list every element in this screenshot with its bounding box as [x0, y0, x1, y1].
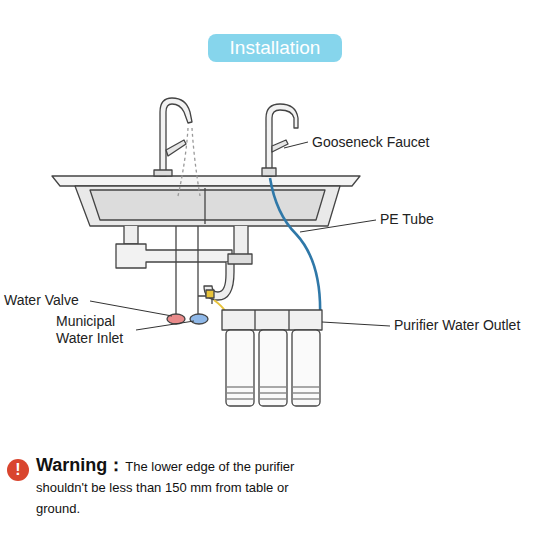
feed-valve: [206, 290, 214, 298]
faucet-base: [154, 170, 172, 176]
warning-icon: !: [7, 459, 29, 481]
purifier-head: [222, 310, 322, 330]
gooseneck-faucet: [266, 104, 298, 176]
p-trap: [204, 262, 234, 300]
trap-pipe: [116, 244, 232, 268]
head-seam: [288, 310, 289, 330]
filter-ribs: [293, 382, 319, 404]
title-pill: Installation: [208, 34, 343, 62]
faucet-handle: [166, 140, 186, 156]
callout-label: PE Tube: [380, 211, 434, 228]
leader-line: [300, 220, 376, 232]
drain-left: [124, 226, 138, 244]
title-text: Installation: [230, 37, 321, 58]
sink-basin: [75, 186, 340, 226]
callout-label: Municipal Water Inlet: [56, 313, 148, 347]
pe-tube: [270, 178, 320, 318]
filter-cartridge: [292, 330, 320, 406]
gooseneck-handle: [272, 140, 288, 152]
filter-ribs: [260, 382, 286, 404]
supply-line-cold: [197, 226, 198, 314]
callout-label: Gooseneck Faucet: [312, 134, 430, 151]
leader-line: [284, 142, 308, 148]
warning-note: Warning：The lower edge of the purifier s…: [36, 455, 298, 519]
sink-divider: [204, 188, 205, 224]
filter-ribs: [227, 382, 253, 404]
trap-nut: [228, 254, 252, 264]
gooseneck-base: [262, 168, 276, 176]
callout-label: Purifier Water Outlet: [394, 317, 520, 334]
countertop: [52, 176, 360, 186]
filter-cartridge: [226, 330, 254, 406]
callout-label: Water Valve: [4, 292, 79, 309]
water-valve-cold: [190, 314, 208, 324]
kitchen-faucet: [160, 98, 192, 176]
leader-line: [322, 322, 390, 326]
supply-line-hot: [175, 226, 176, 314]
water-stream: [178, 128, 200, 196]
sink-inner: [90, 190, 325, 220]
filter-cartridge: [259, 330, 287, 406]
warning-heading: Warning：: [36, 455, 125, 475]
head-seam: [254, 310, 255, 330]
leader-line: [136, 321, 194, 330]
